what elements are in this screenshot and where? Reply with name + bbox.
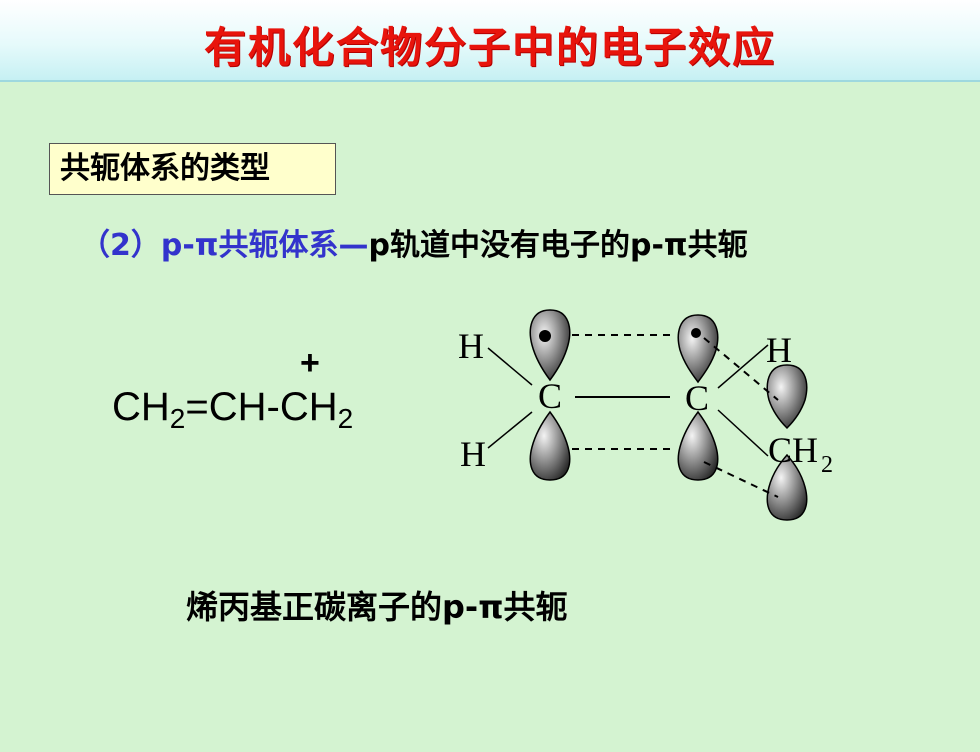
atom-h-top-right: H [766, 330, 792, 370]
bond-h-c-top-left [487, 347, 533, 386]
p-orbital-lobe-lower-ch2 [766, 453, 808, 521]
formula-part: CH [112, 385, 170, 429]
atom-c-right: C [685, 378, 709, 418]
atom-c-left: C [538, 376, 562, 416]
page-title: 有机化合物分子中的电子效应 [203, 23, 776, 72]
p-orbital-lobe-lower-right [677, 410, 719, 481]
pi-overlap-diag-top [703, 337, 779, 401]
electron-dot [539, 330, 551, 342]
bond-h-c-bottom-left [487, 411, 533, 449]
atom-ch2-subscript: 2 [821, 452, 833, 478]
atom-h-bottom-left: H [460, 434, 486, 474]
allyl-formula: CH2=CH-CH2 [112, 383, 353, 443]
pi-overlap-diag-bottom [703, 461, 779, 498]
header-banner: 有机化合物分子中的电子效应 [0, 0, 980, 82]
p-orbital-lobe-upper-right [677, 314, 719, 384]
formula-subscript: 2 [337, 403, 354, 434]
positive-charge: + [300, 344, 320, 382]
p-orbital-lobe-lower-left [529, 410, 571, 481]
atom-h-top-left: H [458, 326, 484, 366]
diagram-caption: 烯丙基正碳离子的p-π共轭 [186, 588, 568, 626]
section-label: 共轭体系的类型 [49, 143, 336, 195]
atom-ch2: CH [768, 430, 818, 470]
subheading-dash: — [338, 228, 369, 263]
formula-part: =CH-CH [185, 385, 338, 429]
bond-c-h-right [717, 344, 769, 389]
bond-c-ch2 [717, 409, 769, 457]
subheading: （2）p-π共轭体系—p轨道中没有电子的p-π共轭 [80, 226, 748, 266]
electron-dot [691, 328, 701, 338]
subheading-prefix: （2）p-π共轭体系 [80, 228, 339, 263]
p-orbital-lobe-upper-ch2 [766, 364, 808, 430]
p-orbital-lobe-upper-left [529, 309, 571, 382]
formula-subscript: 2 [169, 403, 186, 434]
subheading-description: p轨道中没有电子的p-π共轭 [368, 228, 748, 263]
